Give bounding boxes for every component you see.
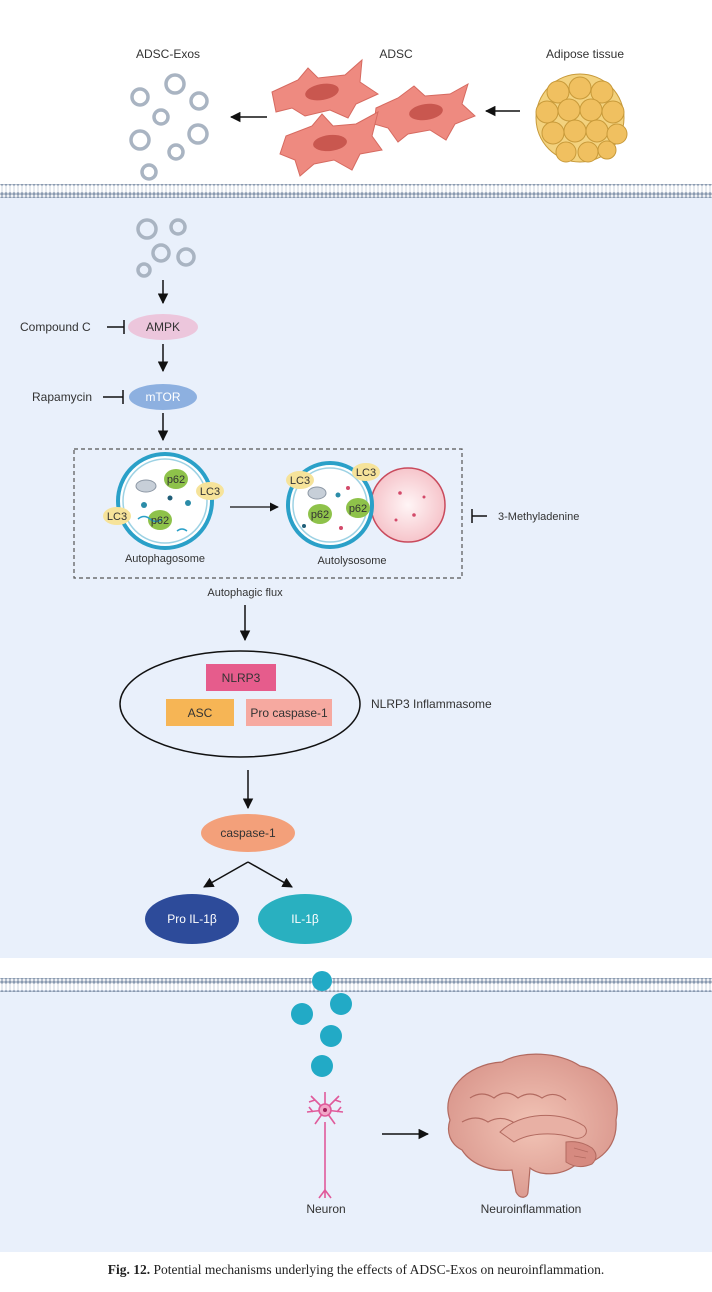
mtor-label: mTOR <box>145 390 180 404</box>
autolysosome-label: Autolysosome <box>317 555 386 567</box>
arrow-caspase-to-pro-il1b <box>203 861 249 888</box>
adsc-exos-label: ADSC-Exos <box>136 47 200 61</box>
neuron-label: Neuron <box>306 1202 345 1216</box>
autophagic-flux-label: Autophagic flux <box>207 587 283 599</box>
figure-caption: Fig. 12. Potential mechanisms underlying… <box>0 1262 712 1278</box>
ampk-node <box>128 314 198 340</box>
caspase1-node <box>201 814 295 852</box>
compound-c-label: Compound C <box>20 320 91 334</box>
pro-caspase-label: Pro caspase-1 <box>250 706 328 720</box>
cell-membrane-top <box>0 184 712 198</box>
brain-icon <box>447 1053 618 1198</box>
adsc-cells-icon <box>271 58 476 177</box>
autolysosome-icon <box>286 461 446 549</box>
lc3-label-3: LC3 <box>290 475 310 487</box>
cell-membrane-bottom <box>0 978 712 992</box>
p62-label-4: p62 <box>349 503 367 515</box>
il1b-label: IL-1β <box>291 912 319 926</box>
mtor-node <box>129 384 197 410</box>
il1b-node <box>258 894 352 944</box>
adipose-tissue-label: Adipose tissue <box>546 47 624 61</box>
cytokine-particles-icon <box>291 971 352 1077</box>
lc3-label-2: LC3 <box>107 511 127 523</box>
nlrp3-label: NLRP3 <box>222 671 261 685</box>
nlrp3-box <box>206 664 276 691</box>
pro-il1b-node <box>145 894 239 944</box>
p62-label-1: p62 <box>167 474 185 486</box>
neuron-icon <box>306 1092 344 1199</box>
asc-label: ASC <box>188 706 213 720</box>
caption-label: Fig. 12. <box>107 1262 151 1277</box>
ampk-label: AMPK <box>146 320 180 334</box>
inflammasome-label: NLRP3 Inflammasome <box>371 697 492 711</box>
caspase1-label: caspase-1 <box>220 826 276 840</box>
p62-label-3: p62 <box>311 509 329 521</box>
autophagosome-label: Autophagosome <box>125 553 205 565</box>
autophagic-flux-box <box>73 448 463 579</box>
methyladenine-label: 3-Methyladenine <box>498 511 579 523</box>
p62-label-2: p62 <box>151 515 169 527</box>
adsc-label: ADSC <box>379 47 413 61</box>
lc3-label-4: LC3 <box>356 467 376 479</box>
asc-box <box>166 699 234 726</box>
lc3-label-1: LC3 <box>200 486 220 498</box>
arrow-caspase-to-il1b <box>247 861 293 888</box>
autophagosome-icon <box>103 452 224 550</box>
pro-il1b-label: Pro IL-1β <box>167 912 217 926</box>
exosome-vesicles-icon <box>129 73 209 181</box>
pro-caspase-box <box>246 699 332 726</box>
adipose-tissue-icon <box>535 73 628 163</box>
caption-text: Potential mechanisms underlying the effe… <box>153 1262 605 1277</box>
internalized-exosomes-icon <box>136 218 196 278</box>
inflammasome-ellipse <box>119 650 361 758</box>
rapamycin-label: Rapamycin <box>32 390 92 404</box>
neuroinflammation-label: Neuroinflammation <box>481 1202 582 1216</box>
